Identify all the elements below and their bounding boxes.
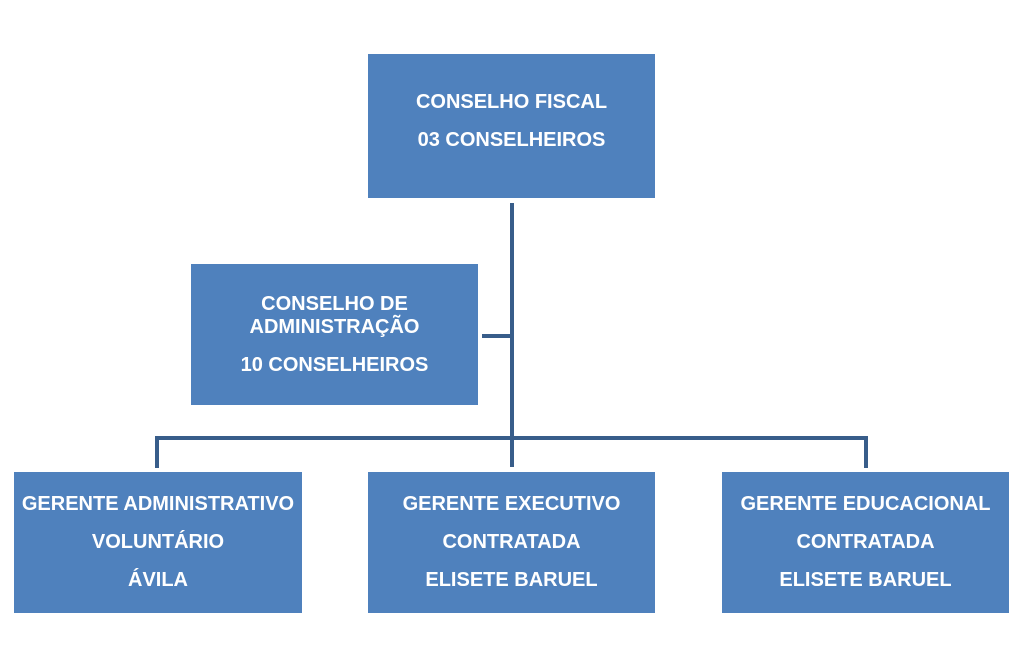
gerente-administrativo-name: ÁVILA xyxy=(128,569,188,591)
gerente-educacional-title: GERENTE EDUCACIONAL xyxy=(740,493,991,515)
box-gerente-educacional: GERENTE EDUCACIONAL CONTRATADA ELISETE B… xyxy=(722,472,1009,613)
box-conselho-administracao: CONSELHO DE ADMINISTRAÇÃO 10 CONSELHEIRO… xyxy=(191,264,478,405)
gerente-educacional-name: ELISETE BARUEL xyxy=(779,569,952,591)
gerente-executivo-name: ELISETE BARUEL xyxy=(425,569,598,591)
gerente-educacional-status: CONTRATADA xyxy=(796,531,935,553)
gerente-executivo-status: CONTRATADA xyxy=(442,531,581,553)
connector-admin-branch xyxy=(482,334,512,338)
box-conselho-fiscal: CONSELHO FISCAL 03 CONSELHEIROS xyxy=(368,54,655,198)
connector-managers-bar xyxy=(155,436,868,440)
connector-drop-educacional xyxy=(864,436,868,468)
gerente-administrativo-status: VOLUNTÁRIO xyxy=(91,531,225,553)
box-gerente-executivo: GERENTE EXECUTIVO CONTRATADA ELISETE BAR… xyxy=(368,472,655,613)
gerente-administrativo-title: GERENTE ADMINISTRATIVO xyxy=(21,493,295,515)
conselho-fiscal-title: CONSELHO FISCAL xyxy=(415,90,608,113)
conselho-administracao-detail: 10 CONSELHEIROS xyxy=(240,353,429,376)
conselho-administracao-title-line1: CONSELHO DE xyxy=(261,292,408,315)
box-gerente-administrativo: GERENTE ADMINISTRATIVO VOLUNTÁRIO ÁVILA xyxy=(14,472,302,613)
conselho-fiscal-detail: 03 CONSELHEIROS xyxy=(417,128,606,151)
conselho-administracao-title-line2: ADMINISTRAÇÃO xyxy=(249,315,420,338)
gerente-executivo-title: GERENTE EXECUTIVO xyxy=(402,493,621,515)
connector-drop-administrativo xyxy=(155,436,159,468)
connector-vertical-trunk xyxy=(510,203,514,467)
